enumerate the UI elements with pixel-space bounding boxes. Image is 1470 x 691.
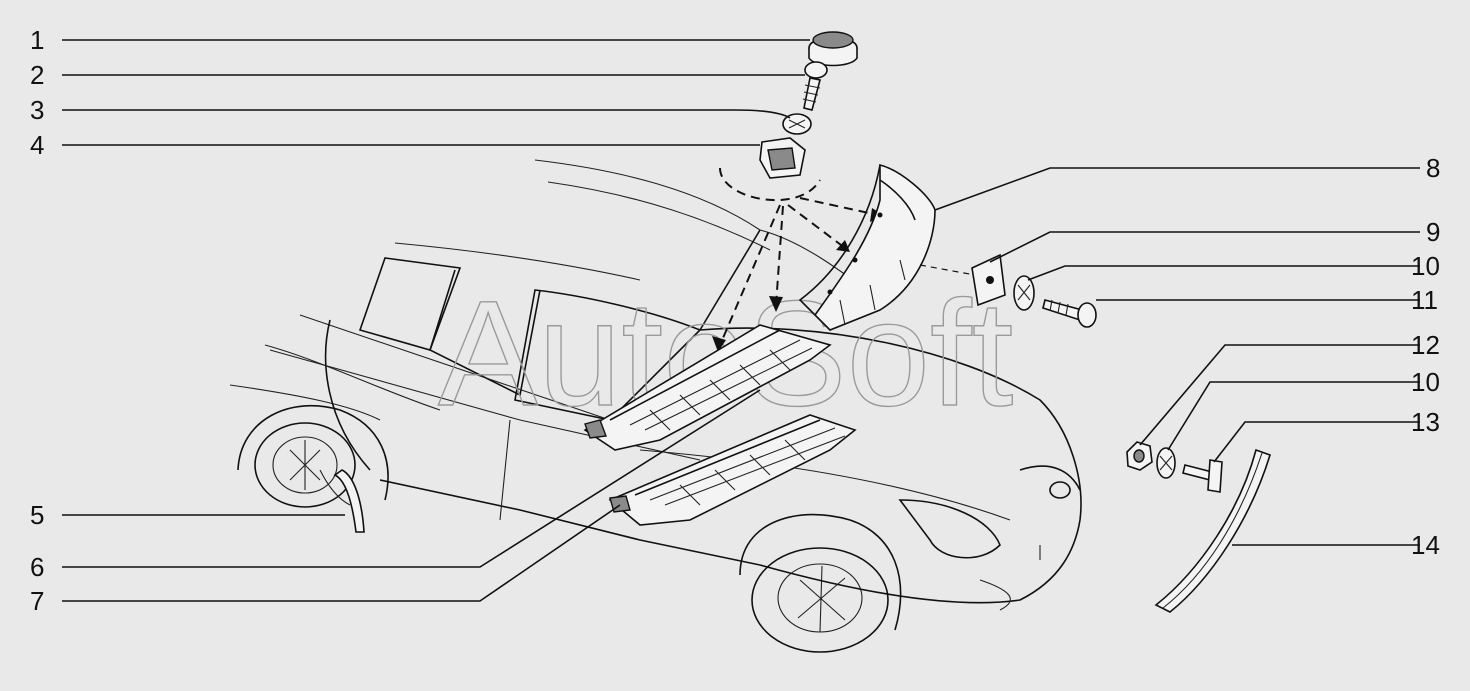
callouts: 1 2 3 4 5 6 7 8 9 10 11 12 10 13 14 [30,25,1440,616]
callout-9: 9 [1426,217,1440,247]
arrow-to-cowl-8a [787,204,846,249]
nut-part [1126,441,1153,471]
washer-part [782,113,812,135]
callout-8: 8 [1426,153,1440,183]
bracket-part [971,253,1006,307]
arrow-to-cowl-right [775,205,784,306]
callout-6: 6 [30,552,44,582]
screw-part-side [1042,299,1097,328]
wheel-trim-part [333,469,365,533]
align-dashed-9 [919,264,976,276]
arrow-to-cowl-left [719,204,781,346]
callout-12: 12 [1411,330,1440,360]
trim-strip-part [1154,448,1271,613]
callout-11: 11 [1411,285,1438,315]
callout-7: 7 [30,586,44,616]
center-cowl-part [798,163,936,331]
callout-3: 3 [30,95,44,125]
callout-4: 4 [30,130,44,160]
callout-14: 14 [1411,530,1440,560]
callout-1: 1 [30,25,44,55]
callout-10-upper: 10 [1411,251,1440,281]
right-grille-part [608,414,857,526]
callout-2: 2 [30,60,44,90]
arrow-to-cowl-8b [799,197,879,216]
bolt-part [1182,459,1223,493]
callout-10-lower: 10 [1411,367,1440,397]
washer-part-lower [1156,447,1176,479]
plug-cap-part [808,31,858,67]
clip-part [759,137,806,179]
left-grille-part [583,324,832,451]
car-outline [229,159,1082,653]
washer-part-upper [1013,275,1035,311]
callout-5: 5 [30,500,44,530]
arc-dashed [719,167,821,202]
leader-lines [62,39,1420,602]
screw-part [802,61,828,111]
callout-13: 13 [1411,407,1440,437]
